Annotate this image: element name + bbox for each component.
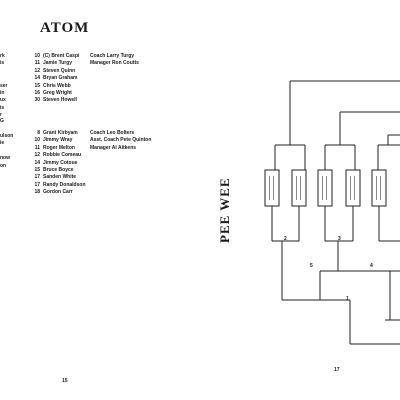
page-number: 17: [334, 367, 340, 373]
team-staff-2: Coach Leo Bolters Asst. Coach Pete Quint…: [90, 130, 152, 151]
page-number: 15: [62, 378, 68, 384]
tournament-bracket: [264, 80, 400, 345]
roster-row: 10(C) Brent Caspi: [34, 53, 80, 59]
bracket-game-number: 5: [310, 263, 313, 269]
division-title: ATOM: [40, 20, 90, 36]
bracket-game-number: 3: [338, 236, 341, 242]
cut-off-text-mid: G: [0, 118, 4, 124]
right-page: PEE WEE: [210, 0, 400, 400]
team-staff-1: Coach Larry Turgy Manager Ron Coutts: [90, 53, 139, 67]
bracket-game-number: 1: [346, 296, 349, 302]
bracket-game-number: 2: [284, 236, 287, 242]
bracket-game-number: 4: [370, 263, 373, 269]
